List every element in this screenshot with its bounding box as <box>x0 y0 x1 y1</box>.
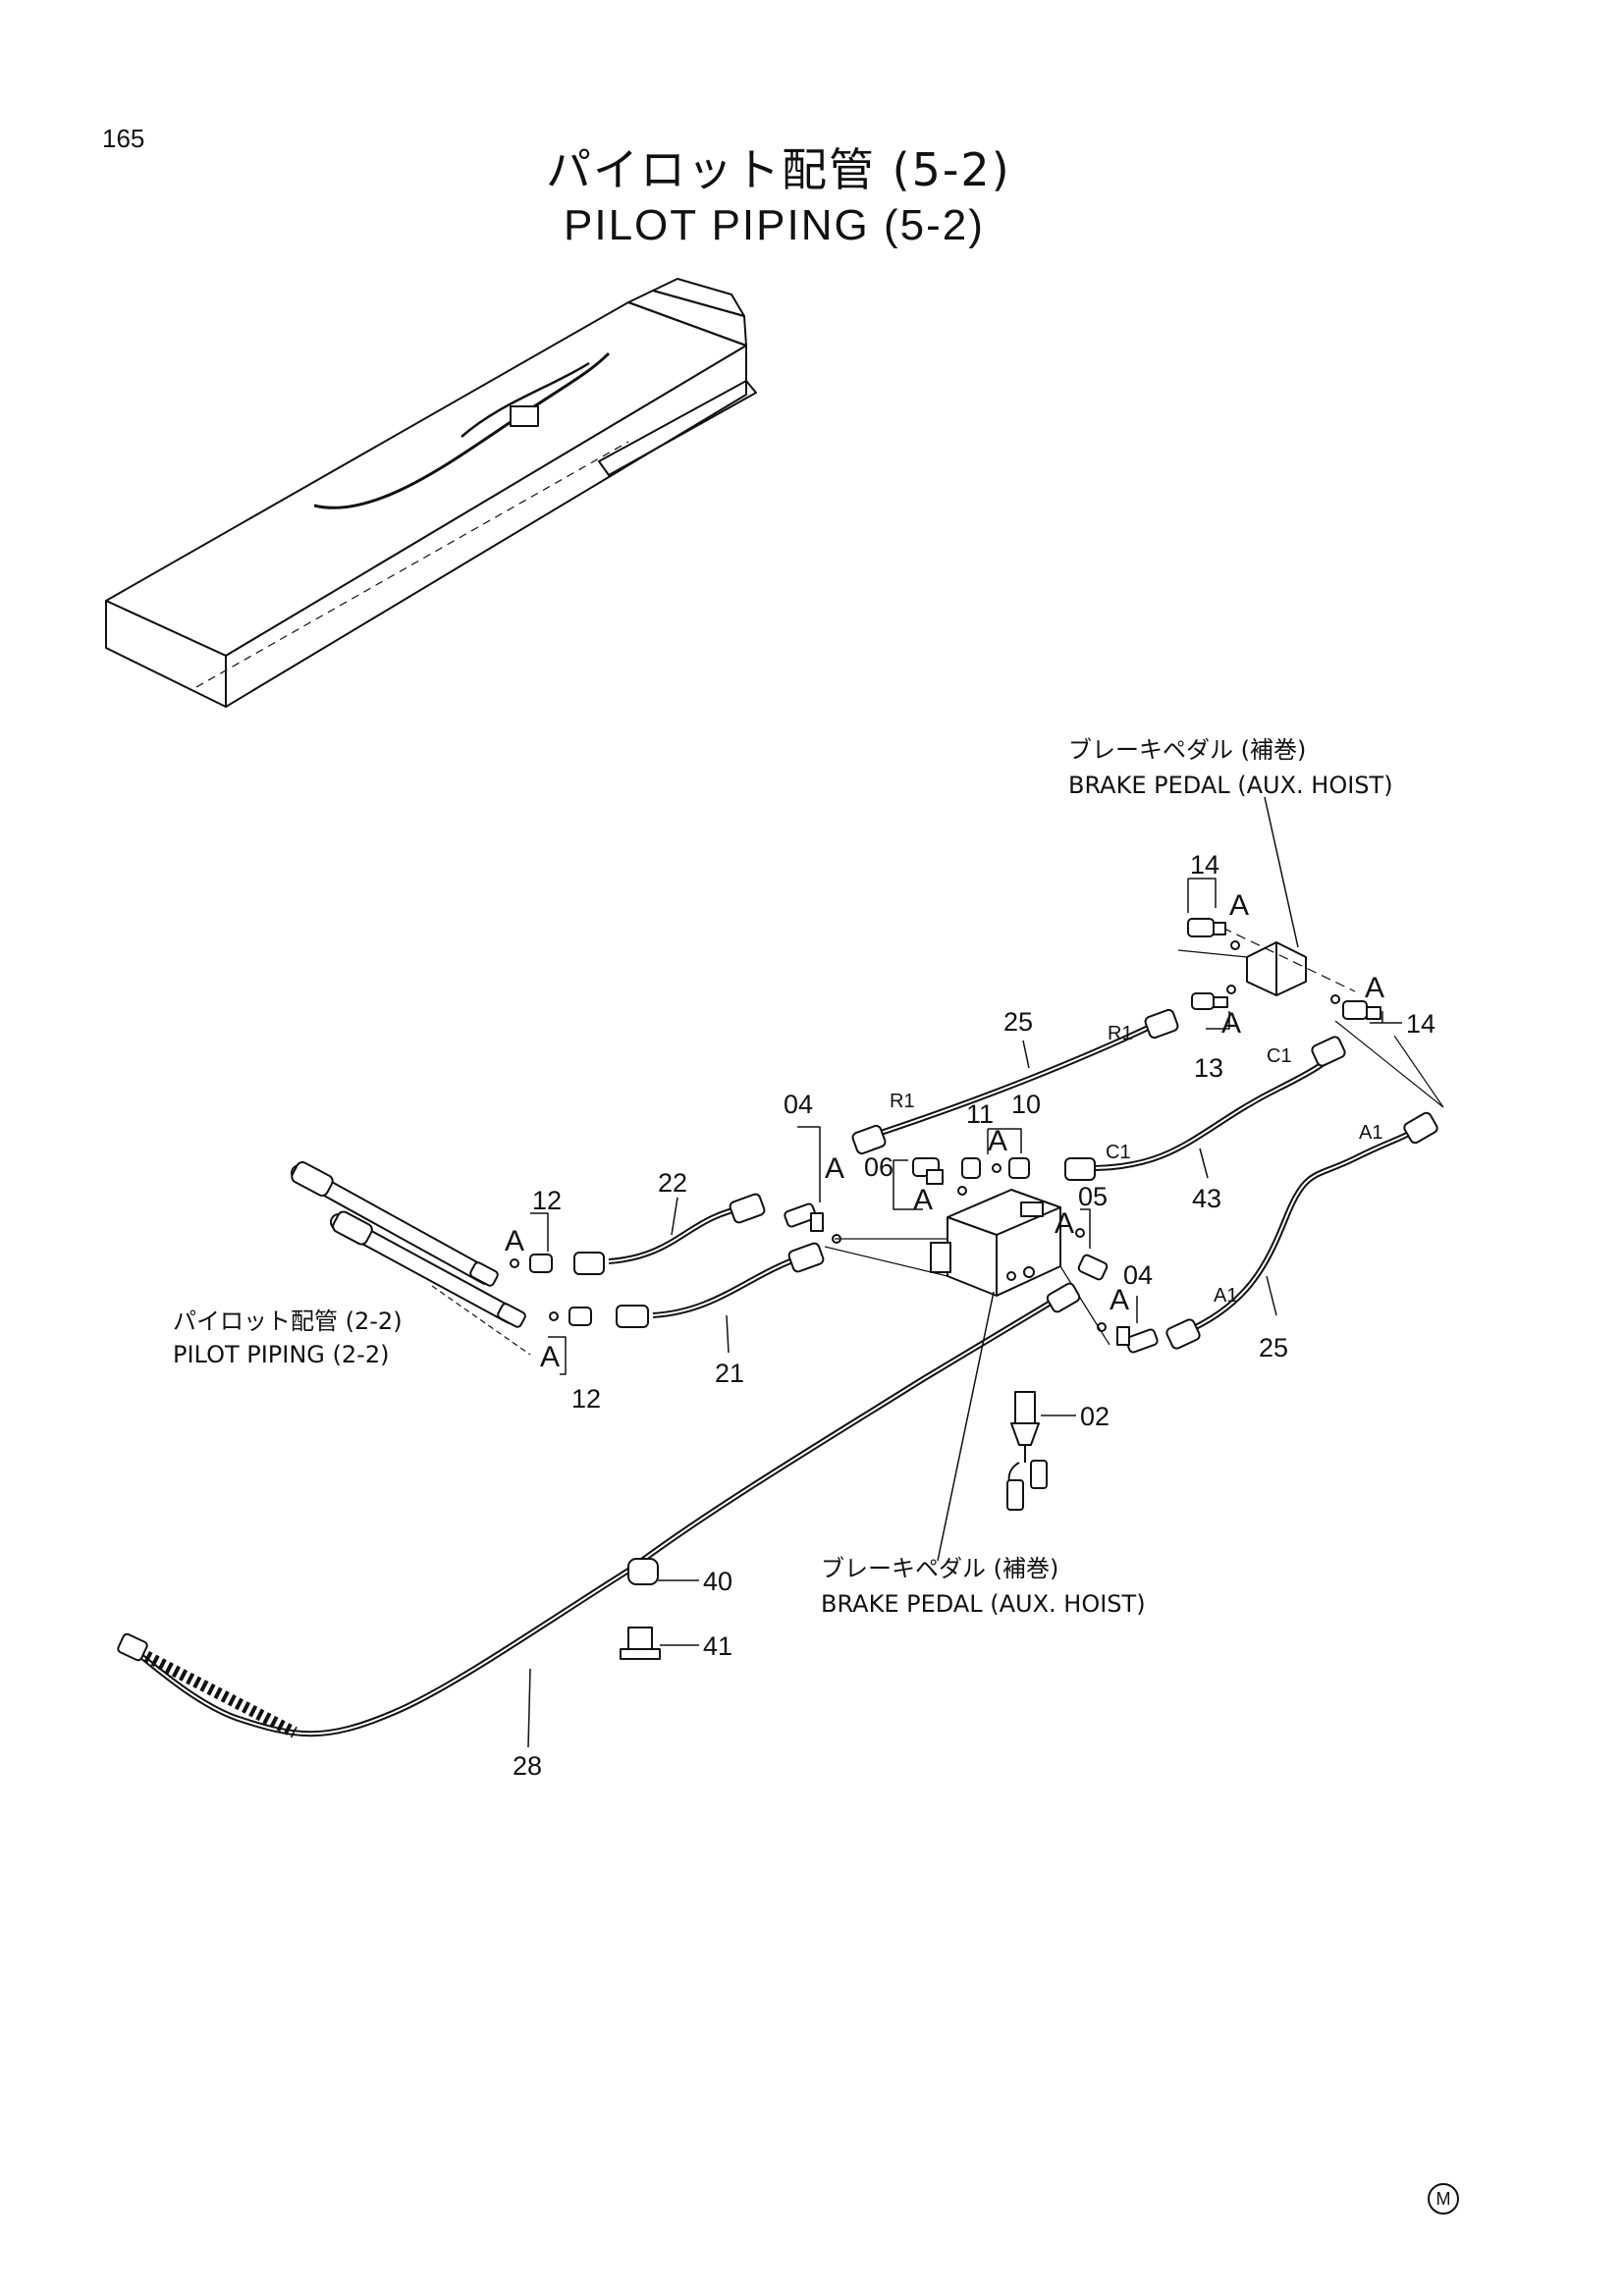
hose-43 <box>1064 1036 1346 1181</box>
part-number-06: 06 <box>864 1152 894 1182</box>
brake-pedal-callout-top-en: BRAKE PEDAL (AUX. HOIST) <box>1068 772 1393 799</box>
bolt-41 <box>620 1627 699 1660</box>
page-title-japanese: パイロット配管 (5-2) <box>546 143 1011 196</box>
part-number-14-right: 14 <box>1406 1009 1436 1039</box>
fitting-05 <box>1077 1254 1109 1281</box>
detail-marker-a-right: A <box>1365 972 1385 1004</box>
part-number-12-top: 12 <box>532 1186 563 1215</box>
detail-marker-a-05: A <box>1055 1207 1075 1240</box>
fitting-14-top <box>1187 918 1226 937</box>
fitting-12-bottom <box>549 1307 592 1326</box>
detail-marker-a-06: A <box>913 1184 934 1216</box>
part-number-04-right: 04 <box>1123 1260 1154 1290</box>
brake-pedal-valve-top <box>1177 918 1381 1020</box>
fitting-04-left <box>784 1202 824 1232</box>
part-number-22: 22 <box>658 1168 688 1198</box>
part-number-21: 21 <box>715 1359 745 1388</box>
pressure-switch-02 <box>1006 1391 1076 1511</box>
part-number-05: 05 <box>1078 1182 1109 1211</box>
port-label-c1-mid: C1 <box>1106 1142 1131 1163</box>
detail-marker-a-13: A <box>1221 1007 1242 1040</box>
part-number-02: 02 <box>1080 1402 1110 1431</box>
part-number-28: 28 <box>513 1751 543 1781</box>
part-number-14-top: 14 <box>1190 850 1220 880</box>
part-number-41: 41 <box>703 1631 733 1661</box>
hose-22 <box>573 1193 766 1275</box>
detail-marker-a-04-right: A <box>1110 1284 1130 1316</box>
page-number: 165 <box>102 124 145 153</box>
part-number-25-top: 25 <box>1003 1007 1034 1037</box>
part-number-25-right: 25 <box>1259 1333 1289 1362</box>
brake-pedal-callout-mid-ja: ブレーキペダル (補巻) <box>821 1555 1059 1582</box>
part-number-11: 11 <box>966 1099 995 1129</box>
detail-marker-a-12-bottom: A <box>540 1341 561 1373</box>
port-label-c1-right: C1 <box>1267 1045 1292 1067</box>
hose-21 <box>616 1242 825 1328</box>
fitting-14-right <box>1342 1000 1381 1020</box>
clamp-40 <box>627 1558 699 1585</box>
fitting-10 <box>992 1157 1030 1179</box>
port-label-a1-mid: A1 <box>1214 1285 1238 1307</box>
brake-pedal-callout-mid-en: BRAKE PEDAL (AUX. HOIST) <box>821 1590 1146 1618</box>
port-label-r1-top: R1 <box>1108 1023 1133 1044</box>
detail-marker-a-10: A <box>988 1125 1008 1157</box>
hose-25-right <box>1165 1111 1438 1350</box>
fitting-11 <box>961 1157 981 1179</box>
port-label-r1-left: R1 <box>890 1091 915 1112</box>
brake-pedal-valve-center <box>930 1189 1061 1297</box>
detail-marker-a-top: A <box>1229 889 1250 922</box>
pilot-piping-callout-ja: パイロット配管 (2-2) <box>173 1308 403 1335</box>
machine-body-overview <box>105 278 757 708</box>
part-number-10: 10 <box>1011 1090 1042 1119</box>
fitting-06 <box>912 1157 944 1185</box>
hose-28 <box>117 1282 1081 1738</box>
part-number-04-left: 04 <box>784 1090 814 1119</box>
hose-25-top <box>851 1008 1179 1155</box>
pilot-piping-left-pipes <box>291 1161 531 1356</box>
manufacturer-mark: M <box>1428 2183 1459 2215</box>
fitting-12-top <box>510 1254 553 1273</box>
part-number-13: 13 <box>1194 1053 1224 1083</box>
brake-pedal-callout-top-ja: ブレーキペダル (補巻) <box>1068 736 1307 764</box>
port-label-a1-right: A1 <box>1359 1122 1383 1144</box>
part-number-12-bottom: 12 <box>571 1384 602 1414</box>
part-number-40: 40 <box>703 1567 733 1596</box>
detail-marker-a-04: A <box>825 1152 845 1185</box>
page-title-english: PILOT PIPING (5-2) <box>564 201 985 249</box>
fitting-04-right <box>1116 1326 1159 1354</box>
pilot-piping-callout-en: PILOT PIPING (2-2) <box>173 1341 390 1368</box>
part-number-43: 43 <box>1192 1184 1222 1213</box>
detail-marker-a-12-top: A <box>505 1225 525 1257</box>
fitting-13 <box>1191 992 1228 1010</box>
